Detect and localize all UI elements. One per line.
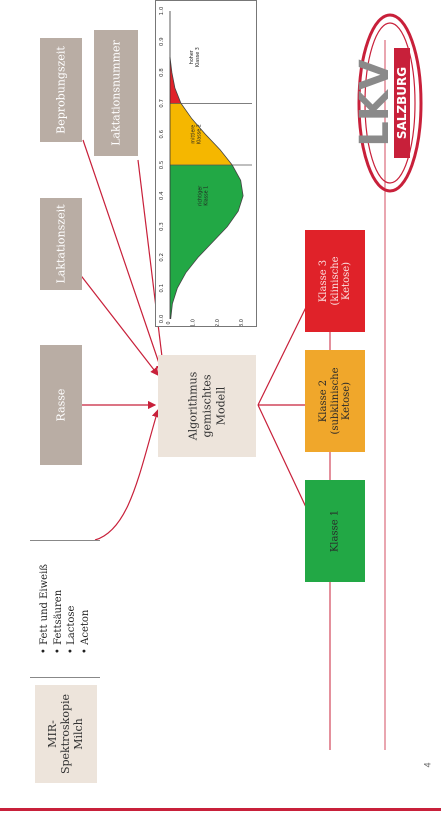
x-tick-label: 0.3 [159, 222, 165, 231]
class-2-line-1: Klasse 2 [317, 379, 329, 423]
class-1-label: Klasse 1 [329, 509, 341, 553]
logo-text: LKV [355, 59, 398, 146]
y-tick-label: 1.0 [190, 319, 196, 326]
y-tick-label: 0 [166, 321, 172, 324]
class-3-line-3: Ketose) [340, 261, 352, 301]
region-label: Klasse 3 [195, 47, 201, 67]
region-label: richtiger [198, 186, 204, 206]
class-3-line-1: Klasse 3 [317, 259, 329, 303]
y-tick-label: 2.0 [215, 319, 221, 326]
area-region-2 [170, 103, 233, 165]
x-tick-label: 0.5 [159, 160, 165, 169]
beprobungszeit-box: Beprobungszeit [40, 38, 82, 142]
laktationsnummer-label: Laktationsnummer [109, 40, 123, 146]
x-tick-label: 0.4 [159, 191, 165, 200]
y-tick-label: 3.0 [239, 319, 245, 326]
bullet-item: • Lactose [66, 605, 77, 654]
bullet-list-box: • Fett und Eiweiß • Fettsäuren • Lactose… [30, 540, 100, 678]
beprobungszeit-label: Beprobungszeit [54, 46, 68, 134]
class-3-box: Klasse 3 (klinische Ketose) [305, 230, 365, 332]
x-tick-label: 0.9 [159, 37, 165, 46]
x-tick-label: 0.2 [159, 253, 165, 262]
page-number: 4 [422, 762, 433, 768]
area-region-1 [170, 165, 244, 319]
model-line-2: gemischtes [200, 374, 214, 438]
lkv-logo: LKV SALZBURG [352, 8, 425, 198]
x-tick-label: 0.0 [159, 314, 165, 323]
x-tick-label: 0.1 [159, 284, 165, 293]
mir-line-3: Milch [72, 718, 86, 750]
region-label: Klasse 2 [196, 124, 202, 144]
laktationsnummer-box: Laktationsnummer [94, 30, 138, 156]
distribution-chart: 0.0 0.1 0.2 0.3 0.4 0.5 0.6 0.7 0.8 0.9 1.0 0 1.0 2.0… [155, 0, 257, 327]
class-2-line-2: (subklinische [329, 367, 341, 435]
class-2-line-3: Ketose) [340, 381, 352, 421]
model-line-1: Algorithmus [186, 371, 200, 441]
distribution-chart-svg: 0.0 0.1 0.2 0.3 0.4 0.5 0.6 0.7 0.8 0.9 1.0 0 1.0 2.0… [159, 6, 252, 327]
bullet-item: • Aceton [79, 609, 91, 654]
x-tick-label: 1.0 [159, 6, 165, 15]
rasse-label: Rasse [54, 388, 68, 422]
class-2-box: Klasse 2 (subklinische Ketose) [305, 350, 365, 452]
mir-line-1: MIR- [46, 720, 60, 748]
mir-box: MIR- Spektroskopie Milch [35, 685, 97, 783]
bullet-item: • Fettsäuren [52, 589, 64, 654]
x-tick-label: 0.7 [159, 99, 165, 108]
logo-subtext: SALZBURG [395, 67, 409, 139]
mir-line-2: Spektroskopie [59, 693, 73, 775]
class-3-line-2: (klinische [329, 256, 341, 306]
x-tick-label: 0.8 [159, 68, 165, 77]
area-region-3 [170, 57, 181, 104]
region-label: Klasse 1 [204, 186, 210, 206]
bullet-item: • Fett und Eiweiß [39, 564, 50, 654]
laktationszeit-box: Laktationszeit [40, 198, 82, 290]
model-box: Algorithmus gemischtes Modell [158, 355, 256, 457]
model-line-3: Modell [213, 386, 227, 426]
x-tick-label: 0.6 [159, 129, 165, 138]
region-label: mittlere [190, 125, 196, 144]
region-label: hoher [189, 50, 195, 64]
lkv-logo-graphic: LKV SALZBURG [352, 13, 423, 193]
bottom-rule [0, 808, 441, 811]
laktationszeit-label: Laktationszeit [54, 204, 68, 284]
class-1-box: Klasse 1 [305, 480, 365, 582]
rasse-box: Rasse [40, 345, 82, 465]
distribution-curve [169, 57, 244, 320]
